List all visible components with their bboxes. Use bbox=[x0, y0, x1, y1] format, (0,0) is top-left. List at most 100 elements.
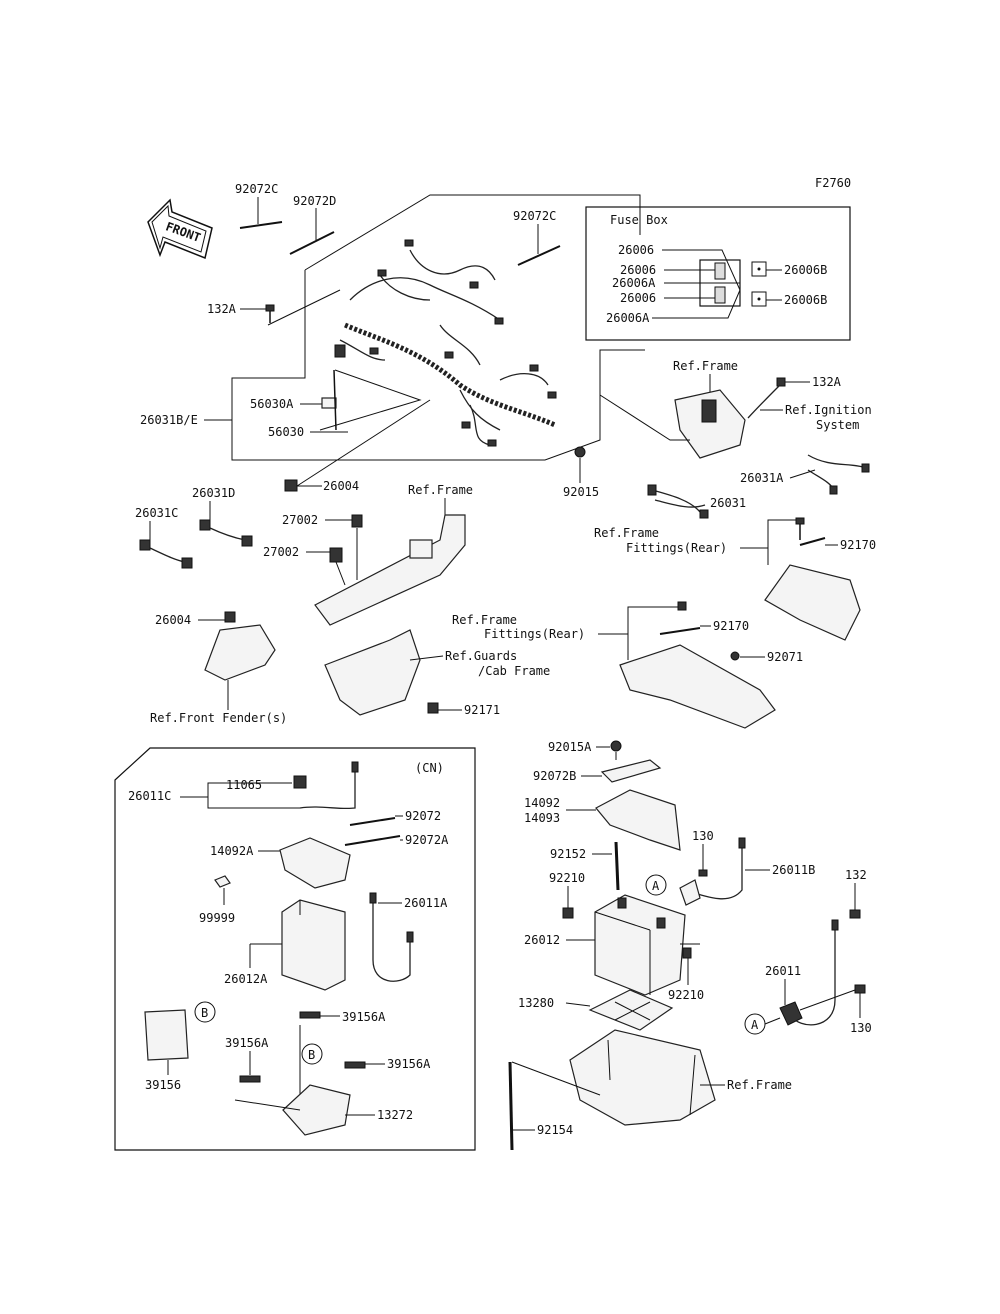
label-26006-b: 26006 bbox=[620, 263, 656, 277]
front-arrow-icon: FRONT bbox=[147, 198, 213, 260]
label-92072D: 92072D bbox=[293, 194, 336, 208]
clip-92210-b bbox=[682, 947, 692, 959]
label-13280: 13280 bbox=[518, 996, 554, 1010]
label-92072C-a: 92072C bbox=[235, 182, 278, 196]
bolt-130-a bbox=[698, 869, 708, 877]
harness-26031 bbox=[647, 484, 709, 519]
fuse-box-title: Fuse Box bbox=[610, 213, 668, 227]
connector-26004-b bbox=[224, 611, 236, 623]
nut-92071 bbox=[730, 651, 740, 661]
bolt-rear-1 bbox=[795, 517, 805, 525]
nut-92015 bbox=[574, 446, 586, 458]
label-26011C: 26011C bbox=[128, 789, 171, 803]
label-26006A-b: 26006A bbox=[606, 311, 650, 325]
rear-fitting-lower bbox=[619, 644, 776, 729]
bolt-icon bbox=[265, 304, 275, 323]
strip-92170-b bbox=[659, 627, 701, 635]
label-92072A: 92072A bbox=[405, 833, 449, 847]
terminal-cap-11065 bbox=[293, 775, 307, 789]
label-130-a: 130 bbox=[692, 829, 714, 843]
label-92154: 92154 bbox=[537, 1123, 573, 1137]
label-92072C-b: 92072C bbox=[513, 209, 556, 223]
rod-92154 bbox=[508, 1061, 514, 1151]
frame-battery-bracket bbox=[569, 1029, 716, 1126]
battery-tray-13272 bbox=[282, 1084, 351, 1136]
strap-92072B bbox=[600, 759, 662, 783]
ref-frame-3: Ref.Frame bbox=[727, 1078, 792, 1092]
nut-92015A bbox=[610, 740, 622, 752]
strip-92072A bbox=[344, 835, 401, 846]
label-132A-a: 132A bbox=[207, 302, 237, 316]
ref-frame-fittings-2a: Ref.Frame bbox=[452, 613, 517, 627]
clip-27002-b bbox=[329, 547, 343, 563]
label-26031D: 26031D bbox=[192, 486, 235, 500]
label-26004-a: 26004 bbox=[323, 479, 359, 493]
strip-39156A-c bbox=[344, 1061, 366, 1069]
clip-56030A bbox=[321, 397, 337, 409]
label-92015: 92015 bbox=[563, 485, 599, 499]
label-92171: 92171 bbox=[464, 703, 500, 717]
callout-a-2-text: A bbox=[751, 1018, 759, 1032]
label-130-b: 130 bbox=[850, 1021, 872, 1035]
callout-a-1-text: A bbox=[652, 879, 660, 893]
harness-26031D bbox=[199, 519, 253, 547]
figure-code: F2760 bbox=[815, 176, 851, 190]
clamp-strips bbox=[239, 221, 561, 266]
connector-26004-a bbox=[284, 479, 298, 492]
battery-26012 bbox=[594, 894, 686, 996]
bolt-130-b bbox=[854, 984, 866, 994]
label-92210-b: 92210 bbox=[668, 988, 704, 1002]
label-26006-c: 26006 bbox=[620, 291, 656, 305]
ref-frame-fittings-1a: Ref.Frame bbox=[594, 526, 659, 540]
battery-cover-14092 bbox=[595, 789, 681, 851]
cab-frame-guard bbox=[324, 629, 421, 716]
cn-variant-box bbox=[114, 747, 476, 1151]
label-26011A: 26011A bbox=[404, 896, 448, 910]
label-56030A: 56030A bbox=[250, 397, 294, 411]
strip-39156A-b bbox=[239, 1075, 261, 1083]
ref-front-fender: Ref.Front Fender(s) bbox=[150, 711, 287, 725]
label-11065: 11065 bbox=[226, 778, 262, 792]
battery-cover-14092A bbox=[279, 837, 351, 889]
strip-92072 bbox=[349, 817, 396, 826]
label-39156A-c: 39156A bbox=[387, 1057, 431, 1071]
callout-a-1 bbox=[645, 874, 667, 896]
label-39156A-a: 39156A bbox=[342, 1010, 386, 1024]
rear-fitting-upper bbox=[764, 564, 861, 641]
terminal-26011 bbox=[779, 1001, 803, 1026]
cn-label: (CN) bbox=[415, 761, 444, 775]
callout-b-2-text: B bbox=[308, 1048, 315, 1062]
label-26012A: 26012A bbox=[224, 972, 268, 986]
frame-rail-center bbox=[314, 514, 466, 626]
label-14092A: 14092A bbox=[210, 844, 254, 858]
label-14092: 14092 bbox=[524, 796, 560, 810]
clip-27002-a bbox=[351, 514, 363, 528]
label-26006B-b: 26006B bbox=[784, 293, 827, 307]
label-13272: 13272 bbox=[377, 1108, 413, 1122]
label-26004-b: 26004 bbox=[155, 613, 191, 627]
label-26006A-a: 26006A bbox=[612, 276, 656, 290]
label-39156A-b: 39156A bbox=[225, 1036, 269, 1050]
label-132A-b: 132A bbox=[812, 375, 842, 389]
bolt-132 bbox=[849, 909, 861, 919]
label-92072B: 92072B bbox=[533, 769, 576, 783]
label-92170-a: 92170 bbox=[840, 538, 876, 552]
ref-ignition-1: Ref.Ignition bbox=[785, 403, 872, 417]
label-92170-b: 92170 bbox=[713, 619, 749, 633]
label-99999: 99999 bbox=[199, 911, 235, 925]
label-26011B: 26011B bbox=[772, 863, 815, 877]
cable-26011C bbox=[299, 770, 356, 810]
label-132: 132 bbox=[845, 868, 867, 882]
label-plate-39156 bbox=[144, 1009, 189, 1061]
callout-b-2 bbox=[301, 1043, 323, 1065]
label-92152: 92152 bbox=[550, 847, 586, 861]
label-27002-a: 27002 bbox=[282, 513, 318, 527]
harness-26031A bbox=[807, 454, 870, 495]
label-26012: 26012 bbox=[524, 933, 560, 947]
harness-26031C bbox=[139, 539, 193, 569]
ref-guards-a: Ref.Guards bbox=[445, 649, 517, 663]
harness-outline bbox=[304, 194, 641, 271]
label-26006B-a: 26006B bbox=[784, 263, 827, 277]
